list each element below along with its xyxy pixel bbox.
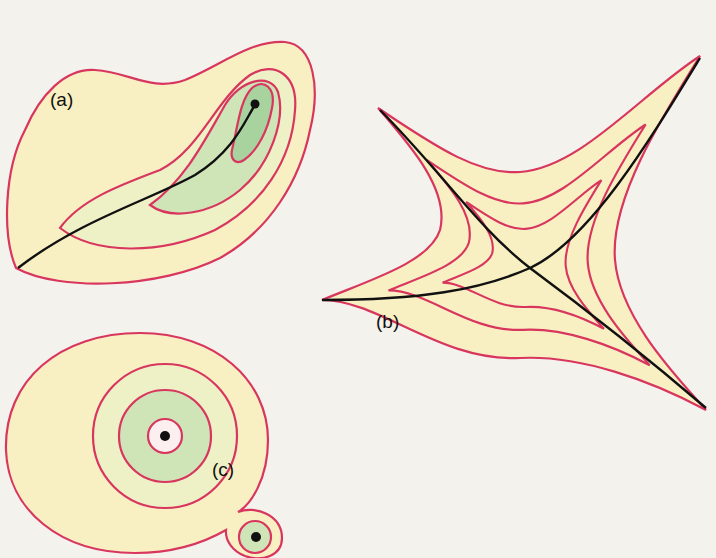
figure-label: (b) <box>376 312 399 333</box>
figure-b <box>322 56 706 410</box>
figure-label: (c) <box>212 460 234 481</box>
figure-a <box>7 42 315 284</box>
figure-label: (a) <box>50 90 73 111</box>
figure-c <box>6 333 282 558</box>
